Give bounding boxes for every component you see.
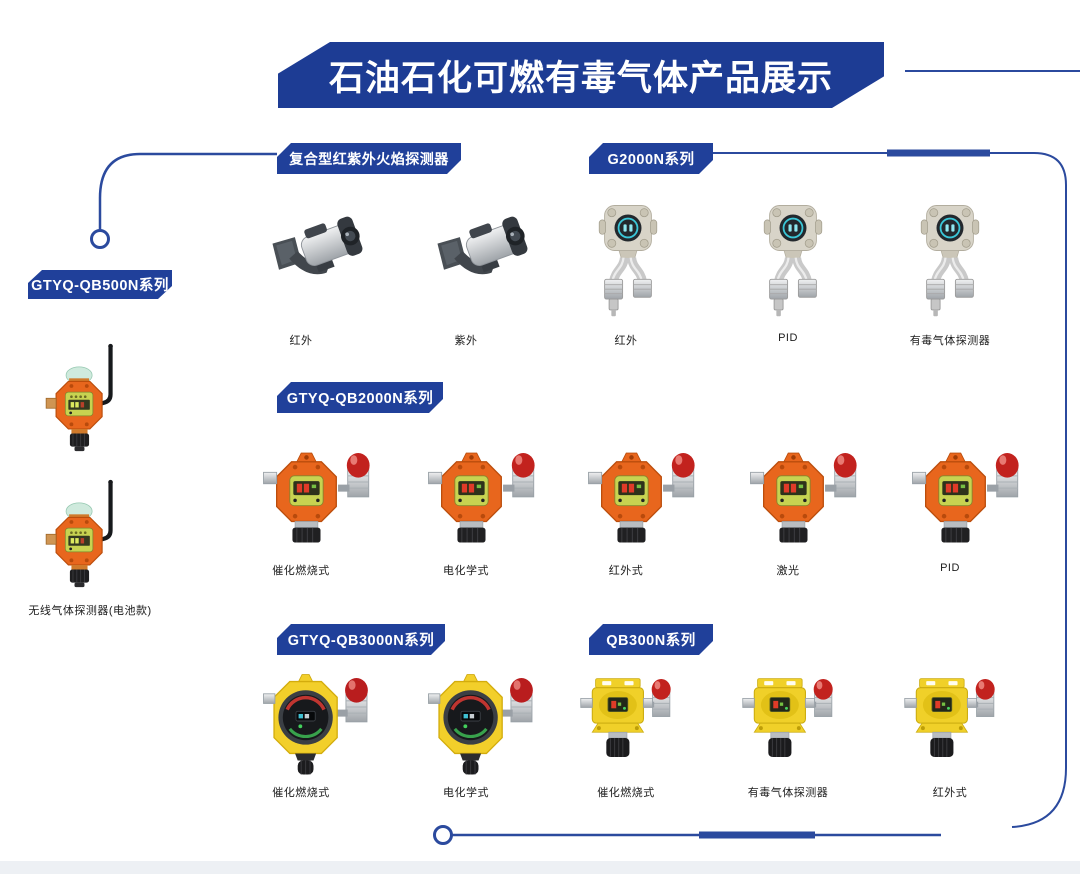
section-label-qb500n: GTYQ-QB500N系列	[28, 270, 172, 299]
qb3000n-detector-image	[416, 664, 548, 778]
product-caption: 红外	[614, 335, 638, 347]
product-caption: 紫外	[454, 335, 478, 347]
connector-node-circle	[433, 825, 453, 845]
qb2000n-detector-image	[900, 432, 1032, 546]
product-caption: PID	[940, 562, 960, 574]
page-title-text: 石油石化可燃有毒气体产品展示	[328, 58, 833, 98]
product-caption: PID	[778, 332, 798, 344]
product-caption: 无线气体探测器(电池款)	[28, 605, 152, 617]
qb2000n-detector-image	[738, 432, 870, 546]
product-caption: 红外式	[608, 565, 644, 577]
product-caption: 有毒气体探测器	[909, 335, 991, 347]
flame-detector-uv-image	[430, 206, 542, 300]
qb300n-detector-image	[884, 672, 1008, 771]
g2000n-detector-image	[574, 200, 682, 319]
connector-node-circle	[90, 229, 110, 249]
qb2000n-detector-image	[576, 432, 708, 546]
product-caption: 有毒气体探测器	[747, 787, 829, 799]
section-label-qb2000n: GTYQ-QB2000N系列	[277, 382, 443, 413]
qb500n-wireless-detector-image	[36, 476, 136, 591]
product-caption: 电化学式	[443, 787, 489, 799]
product-caption: 红外	[289, 335, 313, 347]
g2000n-detector-image	[739, 200, 847, 319]
qb3000n-detector-image	[251, 664, 383, 778]
product-caption: 催化燃烧式	[272, 565, 330, 577]
section-label-qb3000n: GTYQ-QB3000N系列	[277, 624, 445, 655]
product-caption: 激光	[776, 565, 800, 577]
product-caption: 红外式	[932, 787, 968, 799]
qb2000n-detector-image	[416, 432, 548, 546]
qb2000n-detector-image	[251, 432, 383, 546]
page-title: 石油石化可燃有毒气体产品展示	[278, 42, 884, 108]
qb300n-detector-image	[560, 672, 684, 771]
section-label-qb300n: QB300N系列	[589, 624, 713, 655]
product-caption: 催化燃烧式	[272, 787, 330, 799]
product-caption: 催化燃烧式	[597, 787, 655, 799]
section-label-g2000n: G2000N系列	[589, 143, 713, 174]
footer-strip	[0, 861, 1080, 874]
g2000n-detector-image	[896, 200, 1004, 319]
section-label-flame: 复合型红紫外火焰探测器	[277, 143, 461, 174]
product-caption: 电化学式	[443, 565, 489, 577]
qb500n-wireless-detector-image	[36, 340, 136, 455]
qb300n-detector-image	[722, 672, 846, 771]
flame-detector-ir-image	[265, 206, 377, 300]
